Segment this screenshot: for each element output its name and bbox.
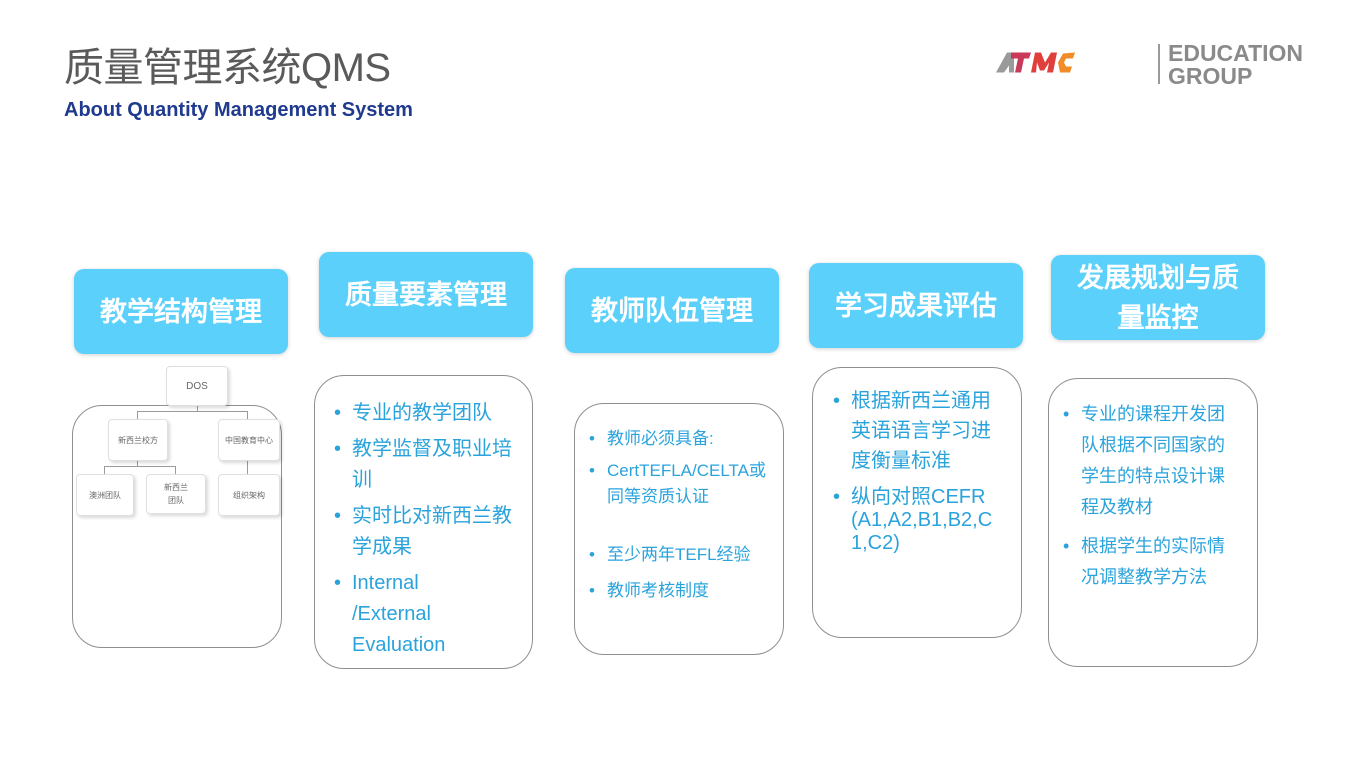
list-item: 根据学生的实际情况调整教学方法 [1063, 531, 1229, 593]
list-item: CertTEFLA/CELTA或同等资质认证 [589, 458, 767, 510]
heading-assessment: 学习成果评估 [809, 263, 1023, 348]
page-subtitle: About Quantity Management System [64, 99, 413, 121]
list-item: 教学监督及职业培训 [334, 434, 512, 496]
org-node-org-structure: 组织架构 [218, 474, 280, 516]
list-item: 纵向对照CEFR (A1,A2,B1,B2,C1,C2) [833, 486, 1001, 555]
heading-quality-elements: 质量要素管理 [319, 252, 533, 337]
heading-development: 发展规划与质量监控 [1051, 255, 1265, 340]
list-item: 教师考核制度 [589, 578, 767, 604]
card-development: 专业的课程开发团队根据不同国家的学生的特点设计课程及教材 根据学生的实际情况调整… [1048, 378, 1258, 667]
card-quality-elements: 专业的教学团队 教学监督及职业培训 实时比对新西兰教学成果 Internal /… [314, 375, 533, 669]
logo-divider [1158, 44, 1160, 84]
list-item: 专业的教学团队 [334, 398, 512, 429]
logo-text: EDUCATION GROUP [1168, 42, 1303, 88]
list-item: 专业的课程开发团队根据不同国家的学生的特点设计课程及教材 [1063, 399, 1229, 523]
list-item: 实时比对新西兰教学成果 [334, 501, 512, 563]
org-node-au-team: 澳洲团队 [76, 474, 134, 516]
list-item: Internal /External Evaluation [334, 568, 472, 661]
page-title: 质量管理系统QMS [64, 46, 391, 90]
org-node-nz-school: 新西兰校方 [108, 419, 168, 461]
card-teachers: 教师必须具备: CertTEFLA/CELTA或同等资质认证 至少两年TEFL经… [574, 403, 784, 655]
logo-line2: GROUP [1168, 63, 1253, 89]
org-node-nz-team: 新西兰团队 [146, 474, 206, 514]
list-item: 至少两年TEFL经验 [589, 542, 767, 568]
org-node-dos: DOS [166, 366, 228, 406]
org-node-china-center: 中国教育中心 [218, 419, 280, 461]
card-assessment: 根据新西兰通用英语语言学习进度衡量标准 纵向对照CEFR (A1,A2,B1,B… [812, 367, 1022, 638]
logo-line1: EDUCATION [1168, 40, 1304, 66]
list-item: 教师必须具备: [589, 426, 767, 452]
list-item: 根据新西兰通用英语语言学习进度衡量标准 [833, 386, 1001, 476]
atmc-logo [996, 52, 1075, 73]
heading-structure: 教学结构管理 [74, 269, 288, 354]
heading-teachers: 教师队伍管理 [565, 268, 779, 353]
